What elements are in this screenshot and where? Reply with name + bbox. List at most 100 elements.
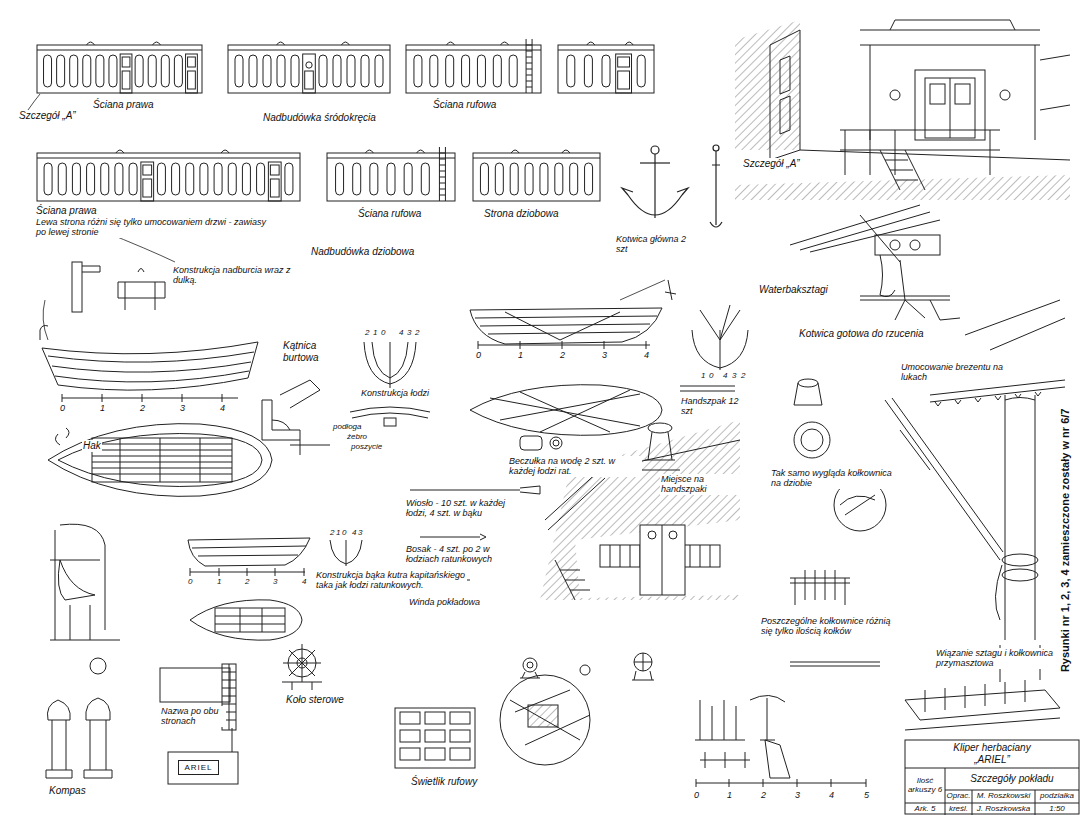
note-text: Tak samo wygląda kołkownica na dziobie bbox=[770, 468, 898, 489]
deckhouse-wall bbox=[96, 55, 104, 87]
section-number: 3 bbox=[406, 328, 412, 337]
deckhouse-detail bbox=[860, 45, 1040, 140]
section-number: 3 bbox=[731, 371, 737, 380]
deckhouse-label: Nadbudówka dziobowa bbox=[310, 246, 415, 258]
lifeboat-drawing bbox=[665, 280, 676, 300]
pin-rail bbox=[794, 383, 822, 405]
deckhouse-wall bbox=[618, 71, 630, 89]
pin-rail bbox=[790, 662, 880, 666]
mast-drawing bbox=[995, 565, 1002, 620]
scale-number: 3 bbox=[272, 577, 278, 586]
part-label: Bosak - 4 szt. po 2 w łodziach ratunkowy… bbox=[405, 544, 517, 565]
deckhouse-wall bbox=[555, 163, 563, 195]
lifeboat-drawing bbox=[120, 438, 200, 482]
deckhouse-wall bbox=[353, 163, 361, 195]
part-label: Umocowanie brezentu na lukach bbox=[900, 362, 1028, 383]
deckhouse-wall bbox=[242, 163, 250, 195]
deckhouse-wall bbox=[333, 55, 341, 87]
knee-detail bbox=[262, 380, 330, 455]
title-cell: kreśl. bbox=[946, 804, 971, 814]
title-cell: Szczegóły pokładu bbox=[946, 769, 1078, 789]
deckhouse-wall bbox=[526, 87, 532, 88]
deckhouse-wall bbox=[336, 163, 344, 195]
scale-number: 0 bbox=[187, 577, 193, 586]
fittings-drawing bbox=[283, 644, 321, 682]
deckhouse-wall bbox=[567, 55, 575, 87]
part-label: Kątnica burtowa bbox=[282, 340, 346, 363]
scale-number: 1 bbox=[517, 350, 524, 360]
section-number: 3 bbox=[357, 528, 363, 537]
wall-label: Ściana prawa bbox=[35, 205, 98, 217]
part-label: Wiązanie sztagu i kołkownica przymasztow… bbox=[935, 648, 1057, 669]
deckhouse-wall bbox=[277, 55, 285, 87]
boat-section bbox=[350, 407, 430, 418]
part-label: Konstrukcja nadburcia wraz z dulką. bbox=[172, 265, 314, 286]
dinghy-drawing bbox=[188, 538, 310, 566]
deckhouse-wall bbox=[570, 163, 578, 195]
deckhouse-wall bbox=[57, 55, 65, 87]
deckhouse-detail bbox=[840, 130, 1000, 150]
mast-drawing bbox=[885, 398, 1003, 560]
lifeboat-drawing bbox=[58, 434, 262, 487]
lifeboat-drawing bbox=[470, 280, 676, 435]
skylight-drawing bbox=[400, 712, 420, 724]
lifeboat-drawing bbox=[40, 326, 272, 497]
scale-number: 3 bbox=[179, 403, 186, 413]
lifeboat-drawing bbox=[475, 316, 657, 334]
part-label: Miejsce na handszpaki bbox=[660, 474, 752, 495]
knee-detail bbox=[272, 380, 320, 430]
skylight-drawing bbox=[395, 708, 475, 768]
deck-view bbox=[540, 420, 740, 600]
lifeboat-drawing bbox=[55, 428, 69, 445]
deckhouse-wall bbox=[637, 55, 645, 87]
deckhouse-wall bbox=[462, 55, 470, 87]
deck-view bbox=[669, 531, 677, 539]
skylight-drawing bbox=[765, 740, 790, 778]
lifeboat-drawing bbox=[48, 424, 272, 497]
part-label: Handszpak 12 szt bbox=[680, 396, 744, 417]
deckhouse-wall bbox=[327, 158, 455, 159]
deckhouse-wall bbox=[141, 162, 154, 201]
deckhouse-wall bbox=[87, 163, 95, 195]
mast-drawing bbox=[1005, 398, 1035, 401]
deckhouse-wall bbox=[439, 159, 445, 160]
deckhouse-wall bbox=[228, 45, 390, 93]
deckhouse-wall bbox=[263, 55, 271, 87]
note-text: Lewa strona różni się tylko umocowaniem … bbox=[35, 217, 277, 238]
bowsprit-detail bbox=[875, 235, 940, 255]
deck-view bbox=[640, 525, 685, 595]
deckhouse-wall bbox=[270, 165, 279, 175]
deckhouse-wall bbox=[414, 55, 422, 87]
deckhouse-wall bbox=[439, 153, 445, 154]
deckhouse-wall bbox=[161, 55, 169, 87]
lifeboat-drawing bbox=[42, 342, 258, 390]
deckhouse-wall bbox=[188, 71, 196, 89]
deck-view bbox=[648, 531, 656, 539]
deckhouse-wall bbox=[44, 55, 52, 87]
deckhouse-wall bbox=[120, 54, 132, 93]
side-note: Rysunki nr 1, 2, 3, 4 zamieszczone zosta… bbox=[1060, 407, 1073, 673]
title-cell: podziałka bbox=[1036, 791, 1078, 802]
tarpaulin-detail bbox=[935, 392, 1041, 406]
section-number: 4 bbox=[398, 328, 404, 337]
leader-line bbox=[43, 300, 48, 340]
skylight-drawing bbox=[400, 748, 420, 760]
deckhouse-detail bbox=[890, 90, 900, 100]
deckhouse-wall bbox=[83, 55, 91, 87]
scale-number: 0 bbox=[475, 350, 482, 360]
leader-line bbox=[28, 94, 665, 340]
gear-drawing bbox=[420, 534, 486, 540]
fittings-drawing bbox=[84, 698, 112, 778]
part-label: Koło sterowe bbox=[285, 694, 345, 706]
deckhouse-detail bbox=[860, 30, 1040, 31]
lifeboat-drawing bbox=[48, 352, 254, 382]
deckhouse-wall bbox=[540, 163, 548, 195]
deckhouse-wall bbox=[510, 163, 518, 195]
deckhouse-wall bbox=[58, 163, 66, 195]
tarpaulin-detail bbox=[965, 300, 1065, 350]
deckhouse-wall bbox=[404, 163, 412, 195]
leader-line bbox=[620, 280, 665, 300]
deckhouse-wall bbox=[37, 45, 202, 93]
